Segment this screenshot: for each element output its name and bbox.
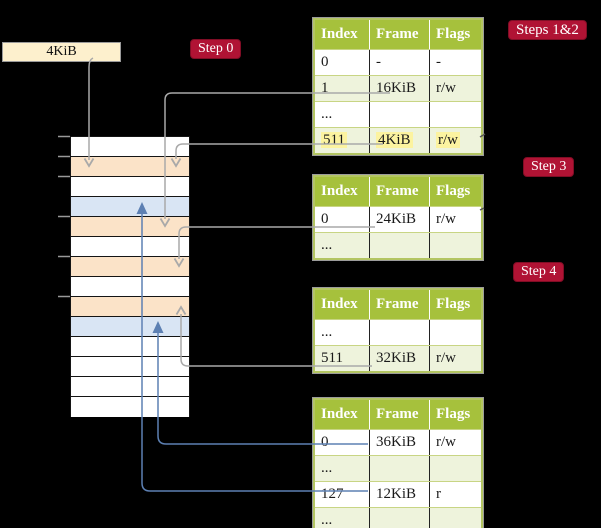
table-step-4-header-frame: Frame	[369, 290, 429, 319]
table-step-3-row-0-cell-2: r/w	[429, 207, 481, 232]
memory-row-2-free	[71, 177, 189, 197]
table-steps-1-2-row-0-cell-1: -	[369, 50, 429, 75]
table-steps-1-2-header-flags: Flags	[429, 20, 481, 49]
table-step-3-row-1-cell-0: ...	[315, 233, 369, 258]
table-step-4-row-0: ...	[315, 319, 481, 345]
page-size-label: 4KiB	[46, 44, 77, 59]
table-step-3-row-1-cell-1	[369, 233, 429, 258]
badge-steps-1-2-label: Steps 1&2	[516, 22, 579, 38]
memory-row-1-page-table	[71, 157, 189, 177]
memory-row-10-free	[71, 337, 189, 357]
table-steps-1-2-row-0: 0--	[315, 49, 481, 75]
badge-step-3-label: Step 3	[531, 159, 567, 174]
badge-step-0-label: Step 0	[198, 41, 234, 56]
table-final-row-1: ...	[315, 455, 481, 481]
table-steps-1-2-row-1-cell-1: 16KiB	[369, 76, 429, 101]
table-step-3-header-flags: Flags	[429, 177, 481, 206]
table-step-4-row-0-cell-1	[369, 320, 429, 345]
badge-step-0: Step 0	[190, 39, 242, 59]
physical-memory-column	[70, 136, 190, 417]
memory-row-4-page-table	[71, 217, 189, 237]
page-size-box: 4KiB	[2, 42, 121, 62]
table-steps-1-2-row-2: ...	[315, 101, 481, 127]
table-final-header-flags: Flags	[429, 400, 481, 429]
table-steps-1-2-row-3-cell-2: r/w	[429, 128, 481, 153]
table-step-4-row-1-cell-1: 32KiB	[369, 346, 429, 371]
table-final-row-3-cell-1	[369, 508, 429, 528]
memory-row-13-free	[71, 397, 189, 417]
table-steps-1-2-row-2-cell-2	[429, 102, 481, 127]
table-step-4-header-flags: Flags	[429, 290, 481, 319]
table-steps-1-2-row-0-cell-0: 0	[315, 50, 369, 75]
memory-row-8-page-table	[71, 297, 189, 317]
table-step-4-row-1-cell-0: 511	[315, 346, 369, 371]
table-steps-1-2-row-2-cell-0: ...	[315, 102, 369, 127]
memory-row-5-free	[71, 237, 189, 257]
table-step-3-row-1: ...	[315, 232, 481, 258]
highlighted-value: 511	[321, 132, 347, 148]
table-final-header-frame: Frame	[369, 400, 429, 429]
memory-row-9-data-page	[71, 317, 189, 337]
memory-row-11-free	[71, 357, 189, 377]
badge-steps-1-2: Steps 1&2	[508, 20, 587, 40]
table-step-4-row-0-cell-2	[429, 320, 481, 345]
table-final-row-3-cell-0: ...	[315, 508, 369, 528]
memory-row-7-free	[71, 277, 189, 297]
table-steps-1-2-row-0-cell-2: -	[429, 50, 481, 75]
memory-row-3-data-page	[71, 197, 189, 217]
table-final-row-2-cell-2: r	[429, 482, 481, 507]
table-final-row-0-cell-1: 36KiB	[369, 430, 429, 455]
table-steps-1-2-header-index: Index	[321, 26, 358, 42]
table-step-3-row-1-cell-2	[429, 233, 481, 258]
table-final-row-3: ...	[315, 507, 481, 528]
memory-row-6-page-table	[71, 257, 189, 277]
badge-step-4-label: Step 4	[521, 264, 557, 279]
table-step-3-row-0-cell-1: 24KiB	[369, 207, 429, 232]
table-steps-1-2-header-frame: Frame	[369, 20, 429, 49]
table-steps-1-2-row-3-cell-1: 4KiB	[369, 128, 429, 153]
table-step-3-header-frame: Frame	[369, 177, 429, 206]
table-final-row-3-cell-2	[429, 508, 481, 528]
table-final-row-1-cell-2	[429, 456, 481, 481]
table-step-4-row-0-cell-0: ...	[315, 320, 369, 345]
badge-step-4: Step 4	[513, 262, 565, 282]
table-step-4-header-index: Index	[321, 296, 358, 312]
badge-step-3: Step 3	[523, 157, 575, 177]
table-steps-1-2-row-1-cell-0: 1	[315, 76, 369, 101]
table-final-header-index: Index	[321, 406, 358, 422]
table-steps-1-2-row-2-cell-1	[369, 102, 429, 127]
memory-row-12-free	[71, 377, 189, 397]
table-final-row-0-cell-2: r/w	[429, 430, 481, 455]
table-step-4-row-1-cell-2: r/w	[429, 346, 481, 371]
table-steps-1-2-row-3-cell-0: 511	[315, 128, 369, 153]
memory-row-0-free	[71, 137, 189, 157]
table-steps-1-2-row-1-cell-2: r/w	[429, 76, 481, 101]
table-step-3-row-0-cell-0: 0	[315, 207, 369, 232]
highlighted-value: r/w	[436, 132, 460, 148]
table-step-3-header-index: Index	[321, 183, 358, 199]
table-steps-1-2-row-3: 511 4KiB r/w	[315, 127, 481, 153]
table-final-row-1-cell-0: ...	[315, 456, 369, 481]
table-final-row-2-cell-1: 12KiB	[369, 482, 429, 507]
table-final-row-0-cell-0: 0	[315, 430, 369, 455]
table-final-row-2-cell-0: 127	[315, 482, 369, 507]
table-final-row-1-cell-1	[369, 456, 429, 481]
highlighted-value: 4KiB	[376, 132, 413, 148]
